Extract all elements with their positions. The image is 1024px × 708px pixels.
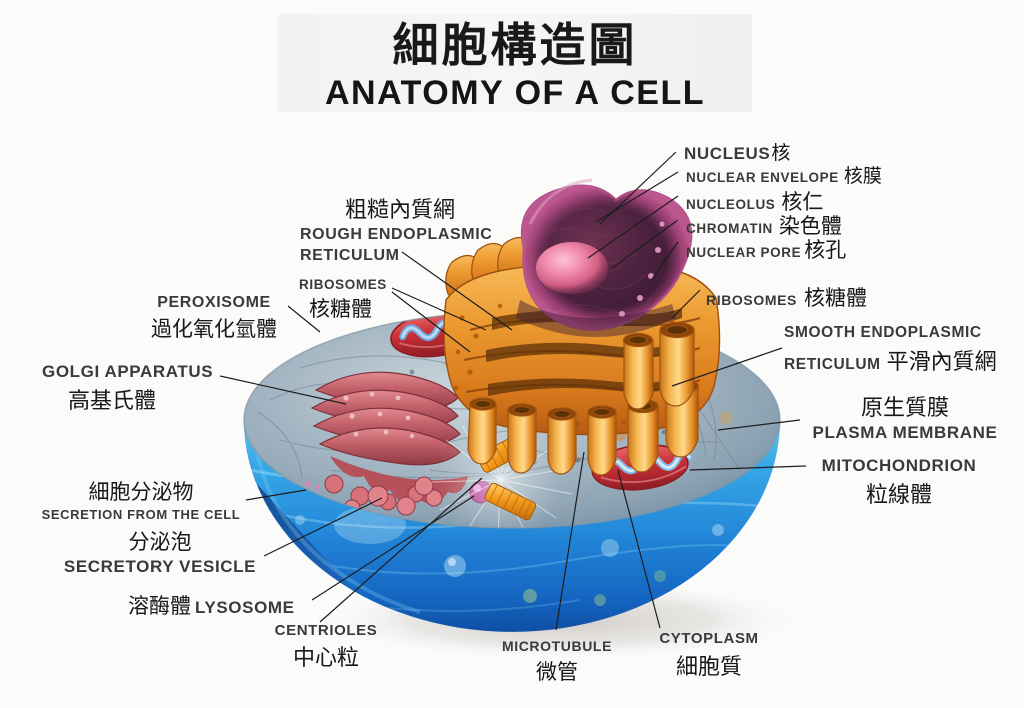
label-golgi: GOLGI APPARATUS 高基氏體 bbox=[42, 362, 218, 415]
label-peroxisome-cn: 過化氧化氫體 bbox=[151, 317, 277, 341]
label-plasma-membrane-en: PLASMA MEMBRANE bbox=[812, 423, 998, 442]
label-secretory-vesicle: 分泌泡 SECRETORY VESICLE bbox=[60, 526, 260, 577]
label-golgi-en: GOLGI APPARATUS bbox=[42, 362, 214, 381]
label-lysosome-cn: 溶酶體 bbox=[128, 594, 191, 618]
label-smooth-er-en1: SMOOTH ENDOPLASMIC bbox=[784, 324, 982, 341]
label-cytoplasm-en: CYTOPLASM bbox=[659, 630, 759, 647]
label-nucleolus-en: NUCLEOLUS bbox=[686, 197, 776, 212]
label-lysosome-en: LYSOSOME bbox=[195, 598, 295, 617]
label-chromatin-en: CHROMATIN bbox=[686, 221, 773, 236]
label-microtubule-cn: 微管 bbox=[536, 660, 578, 684]
label-plasma-membrane-cn: 原生質膜 bbox=[860, 396, 949, 421]
label-microtubule: MICROTUBULE 微管 bbox=[498, 638, 616, 686]
label-smooth-er: SMOOTH ENDOPLASMIC RETICULUM 平滑內質網 bbox=[784, 324, 997, 376]
label-nuclear-pore-cn: 核孔 bbox=[804, 238, 847, 262]
page-title-chinese: 細胞構造圖 bbox=[392, 18, 638, 72]
label-rough-er: 粗糙內質網 ROUGH ENDOPLASMIC RETICULUM bbox=[300, 192, 500, 265]
label-microtubule-en: MICROTUBULE bbox=[501, 638, 613, 654]
label-smooth-er-cn: 平滑內質網 bbox=[886, 350, 997, 375]
label-ribosomes-right-en: RIBOSOMES bbox=[706, 292, 797, 308]
label-chromatin-cn: 染色體 bbox=[778, 214, 842, 238]
label-nucleus-en: NUCLEUS bbox=[684, 144, 771, 163]
label-secretory-vesicle-cn: 分泌泡 bbox=[128, 530, 192, 554]
label-plasma-membrane: 原生質膜 PLASMA MEMBRANE bbox=[800, 390, 1010, 443]
label-ribosomes-right: RIBOSOMES 核糖體 bbox=[706, 282, 867, 312]
label-nuclear-envelope-cn: 核膜 bbox=[843, 165, 882, 187]
label-cytoplasm: CYTOPLASM 細胞質 bbox=[654, 630, 764, 681]
label-ribosomes-left-en: RIBOSOMES bbox=[299, 277, 387, 292]
label-mitochondrion-en: MITOCHONDRION bbox=[821, 456, 977, 475]
label-rough-er-en2: RETICULUM bbox=[300, 247, 400, 264]
label-peroxisome: PEROXISOME 過化氧化氫體 bbox=[136, 294, 292, 343]
label-centrioles-en: CENTRIOLES bbox=[274, 622, 378, 639]
label-golgi-cn: 高基氏體 bbox=[68, 389, 157, 414]
page-title-english: ANATOMY OF A CELL bbox=[325, 74, 705, 112]
label-mitochondrion: MITOCHONDRION 粒線體 bbox=[806, 456, 992, 509]
label-nucleus: NUCLEUS核 bbox=[684, 138, 790, 165]
nucleus-shape bbox=[516, 178, 693, 337]
label-centrioles-cn: 中心粒 bbox=[292, 646, 359, 671]
label-ribosomes-left: RIBOSOMES 核糖體 bbox=[299, 277, 387, 323]
label-nuclear-pore-en: NUCLEAR PORE bbox=[686, 245, 802, 260]
label-secretion-cn: 細胞分泌物 bbox=[88, 480, 194, 504]
label-secretion-en: SECRETION FROM THE CELL bbox=[41, 507, 241, 522]
label-mitochondrion-cn: 粒線體 bbox=[865, 483, 932, 508]
nucleolus-shape bbox=[536, 242, 608, 294]
label-chromatin: CHROMATIN 染色體 bbox=[686, 210, 842, 240]
label-nucleolus-cn: 核仁 bbox=[781, 190, 824, 214]
label-nuclear-envelope-en: NUCLEAR ENVELOPE bbox=[686, 170, 839, 185]
peroxisome-shape bbox=[312, 324, 328, 340]
label-centrioles: CENTRIOLES 中心粒 bbox=[272, 622, 380, 672]
er-tubules bbox=[467, 321, 699, 476]
label-ribosomes-left-cn: 核糖體 bbox=[309, 297, 372, 321]
label-nucleus-cn: 核 bbox=[771, 142, 791, 164]
label-smooth-er-en2: RETICULUM bbox=[784, 356, 881, 373]
label-nucleolus: NUCLEOLUS 核仁 bbox=[686, 186, 823, 216]
label-rough-er-en1: ROUGH ENDOPLASMIC bbox=[300, 226, 493, 243]
label-ribosomes-right-cn: 核糖體 bbox=[803, 286, 867, 310]
label-peroxisome-en: PEROXISOME bbox=[157, 294, 271, 311]
title-banner bbox=[278, 14, 752, 112]
label-cytoplasm-cn: 細胞質 bbox=[675, 655, 742, 680]
label-secretory-vesicle-en: SECRETORY VESICLE bbox=[63, 557, 257, 576]
label-secretion: 細胞分泌物 SECRETION FROM THE CELL bbox=[38, 476, 244, 522]
label-nuclear-envelope: NUCLEAR ENVELOPE 核膜 bbox=[686, 161, 882, 188]
label-rough-er-cn: 粗糙內質網 bbox=[344, 198, 455, 223]
